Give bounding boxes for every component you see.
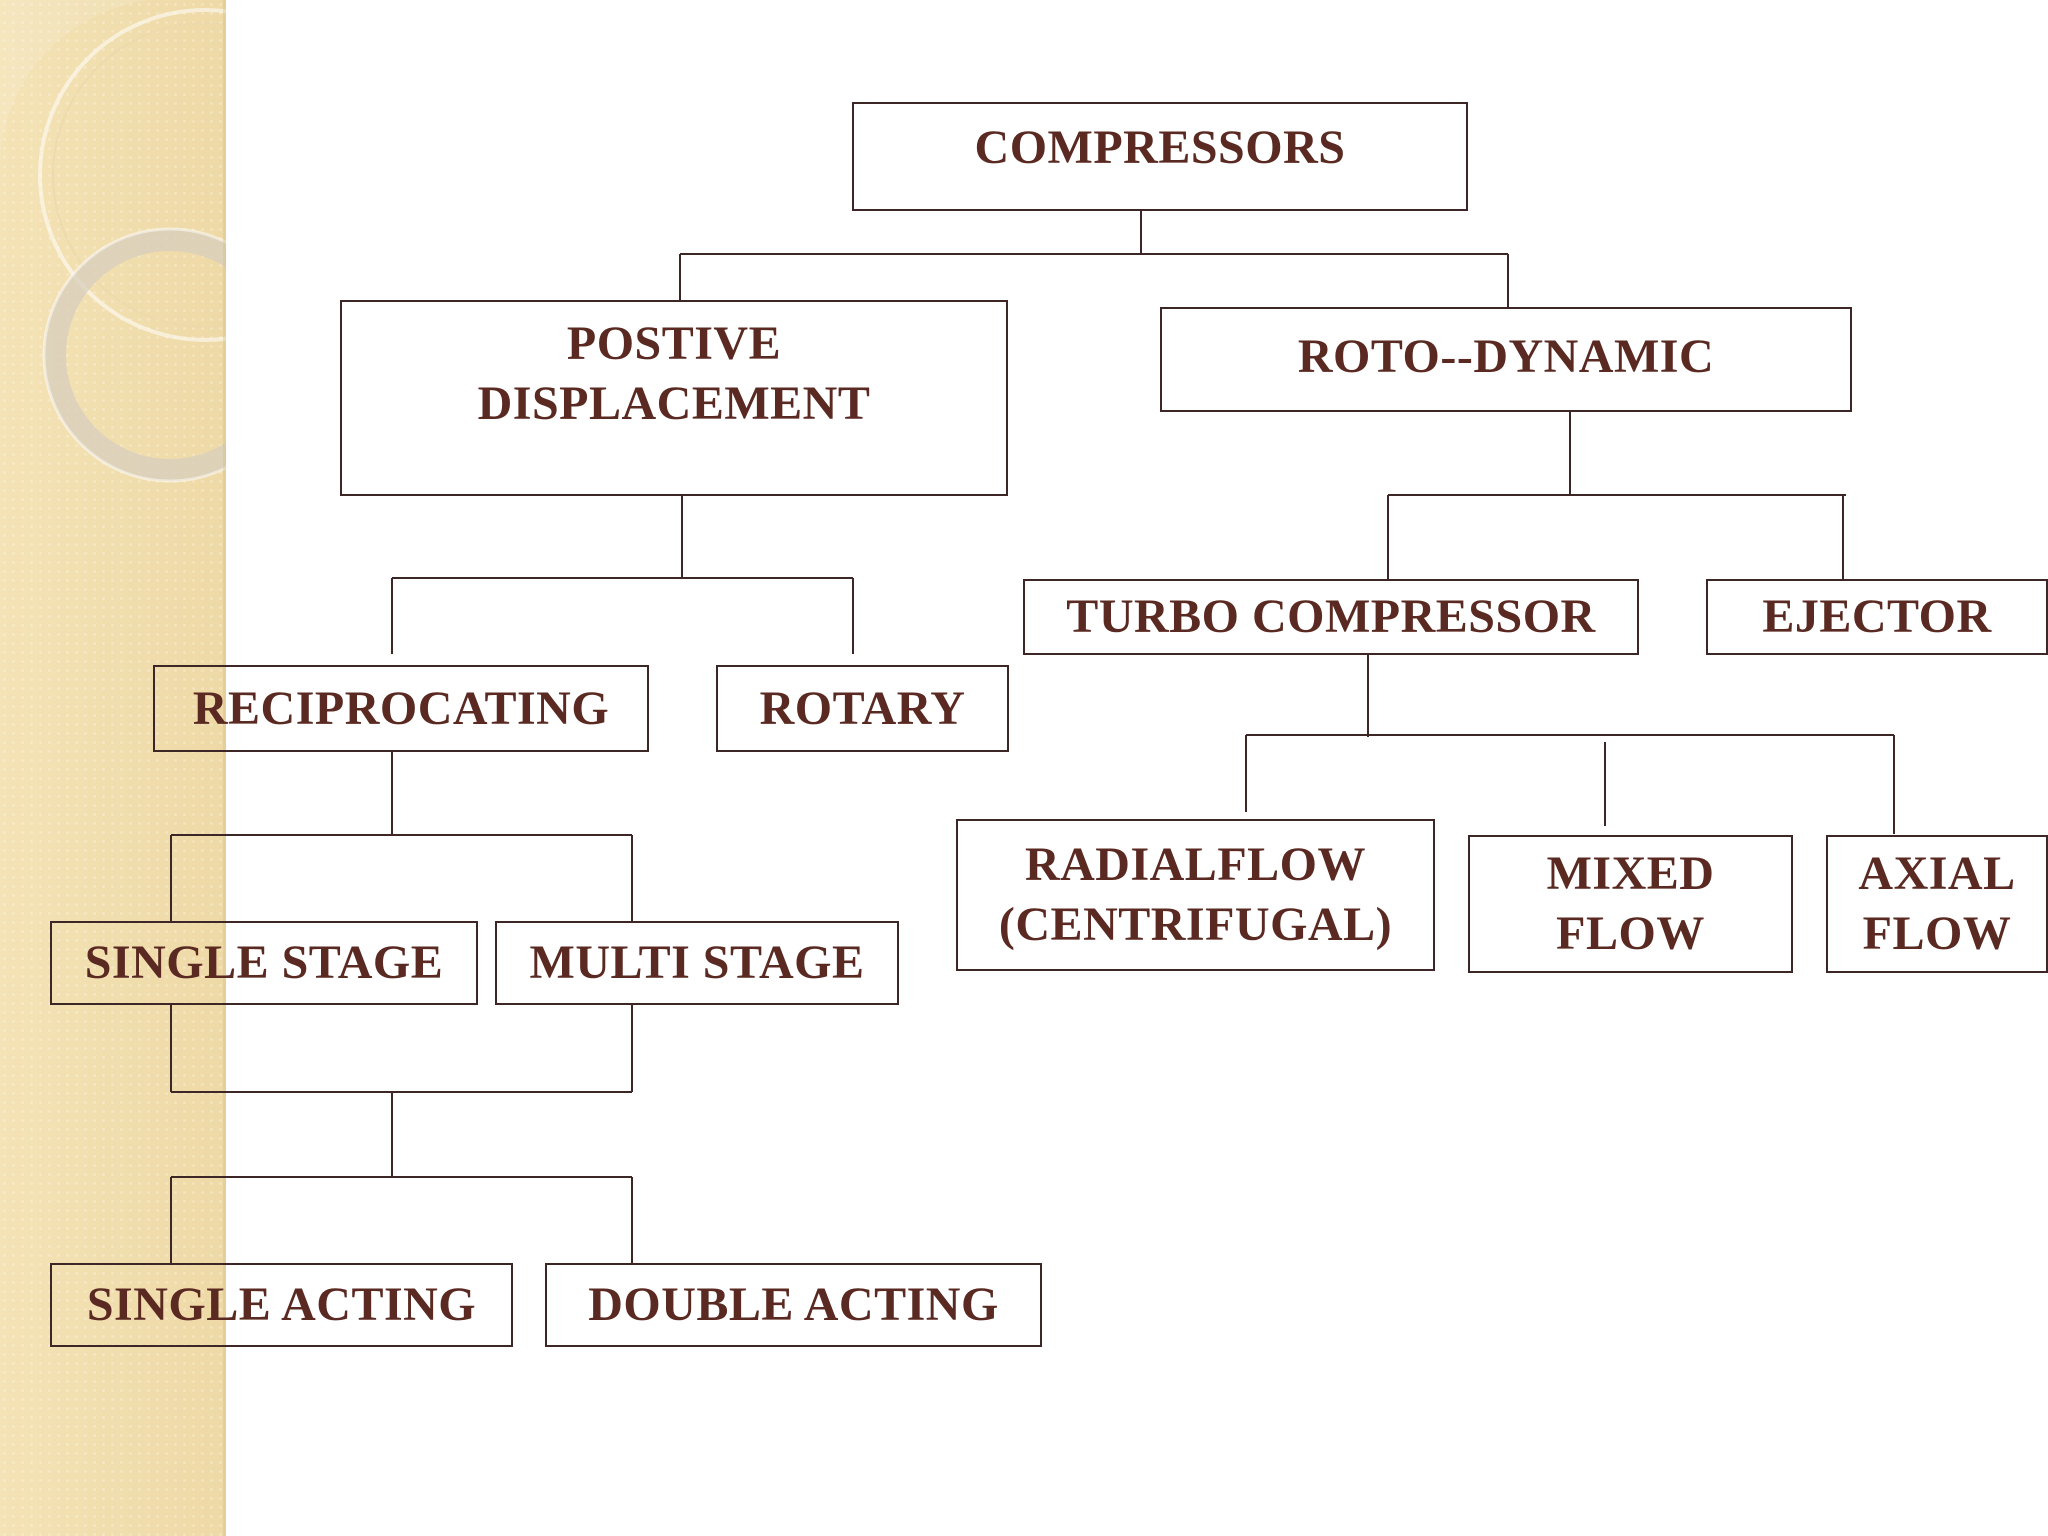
node-positive-displacement: POSTIVE DISPLACEMENT [340, 300, 1008, 496]
decorative-side-band [0, 0, 226, 1536]
node-single-acting: SINGLE ACTING [50, 1263, 513, 1347]
node-axial-flow: AXIAL FLOW [1826, 835, 2048, 973]
node-reciprocating: RECIPROCATING [153, 665, 649, 752]
node-roto-dynamic: ROTO--DYNAMIC [1160, 307, 1852, 412]
decorative-circles [0, 0, 226, 483]
node-radial-flow: RADIALFLOW (CENTRIFUGAL) [956, 819, 1435, 971]
node-double-acting: DOUBLE ACTING [545, 1263, 1042, 1347]
node-rotary: ROTARY [716, 665, 1009, 752]
node-multi-stage: MULTI STAGE [495, 921, 899, 1005]
node-turbo-compressor: TURBO COMPRESSOR [1023, 579, 1639, 655]
node-compressors: COMPRESSORS [852, 102, 1468, 211]
node-single-stage: SINGLE STAGE [50, 921, 478, 1005]
node-ejector: EJECTOR [1706, 579, 2048, 655]
node-mixed-flow: MIXED FLOW [1468, 835, 1793, 973]
